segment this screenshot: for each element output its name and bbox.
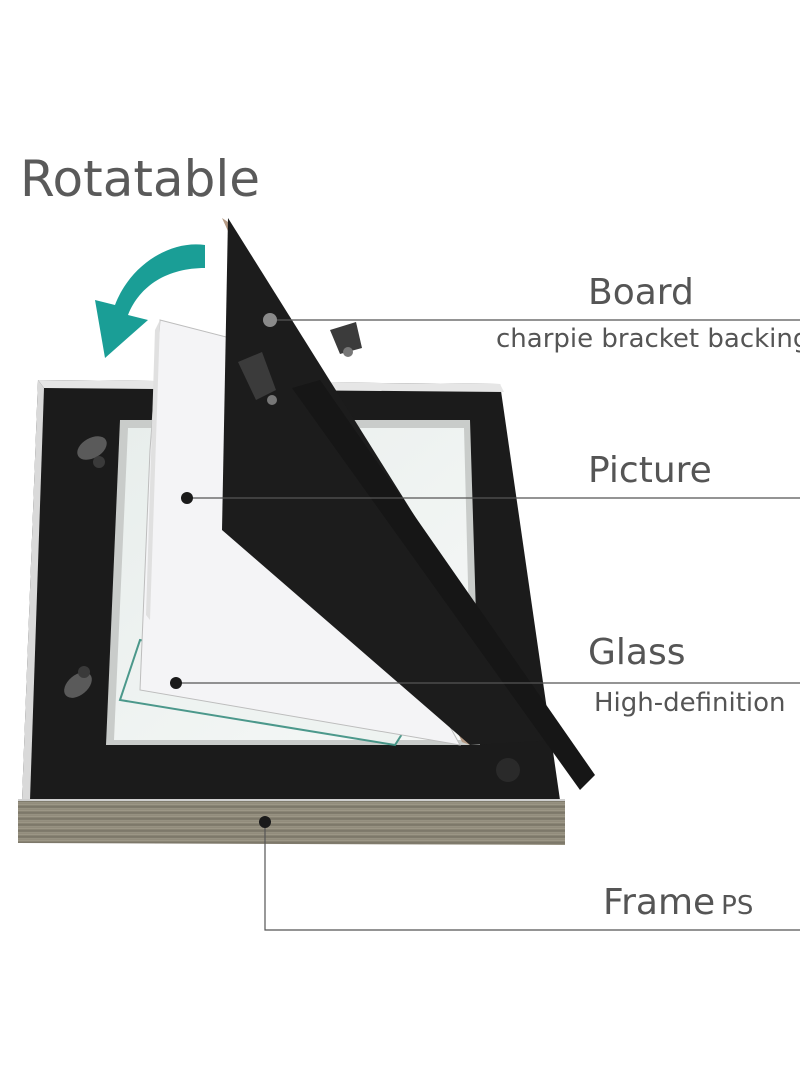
frame-marker — [259, 816, 271, 828]
curved-arrow-icon — [95, 244, 205, 358]
easel-stand — [292, 380, 595, 790]
glass-sublabel: High-definition — [594, 688, 786, 718]
sawtooth-hanger-icon — [238, 352, 277, 405]
turn-clip-top-icon — [77, 436, 107, 468]
callout-lines — [176, 319, 800, 931]
board-sublabel: charpie bracket backing — [496, 324, 800, 354]
stand-hinge — [496, 758, 520, 782]
board-marker — [263, 313, 277, 327]
sawtooth-hanger-icon — [330, 322, 362, 357]
glass-marker — [170, 677, 182, 689]
turn-clip-bottom-icon — [64, 666, 92, 698]
headline: Rotatable — [20, 150, 260, 208]
picture-marker — [181, 492, 193, 504]
frame-label: Frame — [603, 882, 716, 923]
frame-wood-edge — [18, 800, 565, 845]
board-label: Board — [588, 272, 694, 313]
glass-label: Glass — [588, 632, 686, 673]
frame-material-label: PS — [721, 891, 754, 921]
picture-label: Picture — [588, 450, 712, 491]
